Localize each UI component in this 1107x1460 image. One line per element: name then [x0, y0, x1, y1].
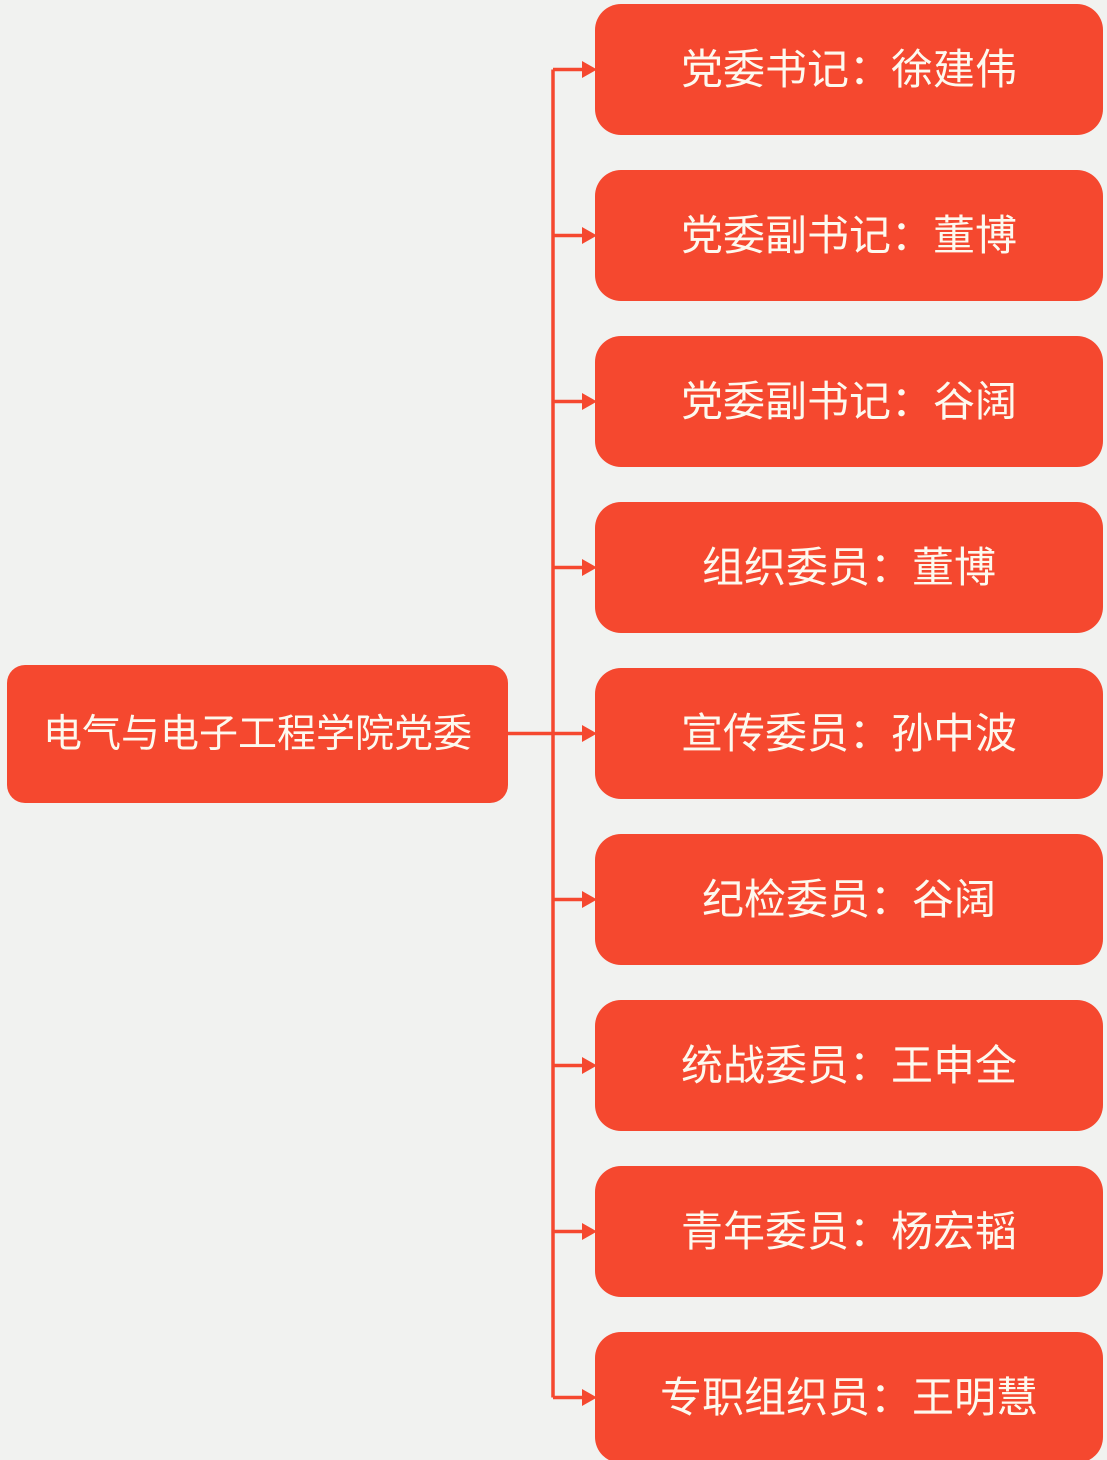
org-node-label: 党委书记：徐建伟 — [680, 45, 1017, 93]
org-node-label: 统战委员：王申全 — [680, 1041, 1017, 1089]
org-node-youth-member: 青年委员：杨宏韬 — [595, 1166, 1103, 1297]
org-node-deputy-secretary-1: 党委副书记：董博 — [595, 170, 1103, 301]
arrowhead-icon — [582, 725, 597, 742]
org-node-label: 组织委员：董博 — [701, 543, 996, 591]
arrowhead-icon — [582, 1057, 597, 1074]
arrowhead-icon — [582, 891, 597, 908]
org-node-label: 党委副书记：董博 — [680, 211, 1017, 259]
arrowhead-icon — [582, 1389, 597, 1406]
org-node-root-label: 电气与电子工程学院党委 — [42, 712, 472, 756]
org-node-label: 专职组织员：王明慧 — [659, 1373, 1038, 1421]
arrowhead-icon — [582, 559, 597, 576]
org-node-secretary: 党委书记：徐建伟 — [595, 4, 1103, 135]
arrowhead-icon — [582, 393, 597, 410]
arrowhead-icon — [582, 227, 597, 244]
org-node-full-time-organizer: 专职组织员：王明慧 — [595, 1332, 1103, 1460]
org-node-label: 党委副书记：谷阔 — [680, 377, 1017, 425]
org-node-discipline-member: 纪检委员：谷阔 — [595, 834, 1103, 965]
org-node-label: 青年委员：杨宏韬 — [680, 1207, 1017, 1255]
org-node-organization-member: 组织委员：董博 — [595, 502, 1103, 633]
arrowhead-icon — [582, 1223, 597, 1240]
org-node-label: 宣传委员：孙中波 — [680, 709, 1017, 757]
org-node-united-front-member: 统战委员：王申全 — [595, 1000, 1103, 1131]
arrowhead-icon — [582, 61, 597, 78]
org-node-root: 电气与电子工程学院党委 — [7, 665, 508, 803]
org-node-label: 纪检委员：谷阔 — [701, 875, 996, 923]
org-node-publicity-member: 宣传委员：孙中波 — [595, 668, 1103, 799]
org-node-deputy-secretary-2: 党委副书记：谷阔 — [595, 336, 1103, 467]
